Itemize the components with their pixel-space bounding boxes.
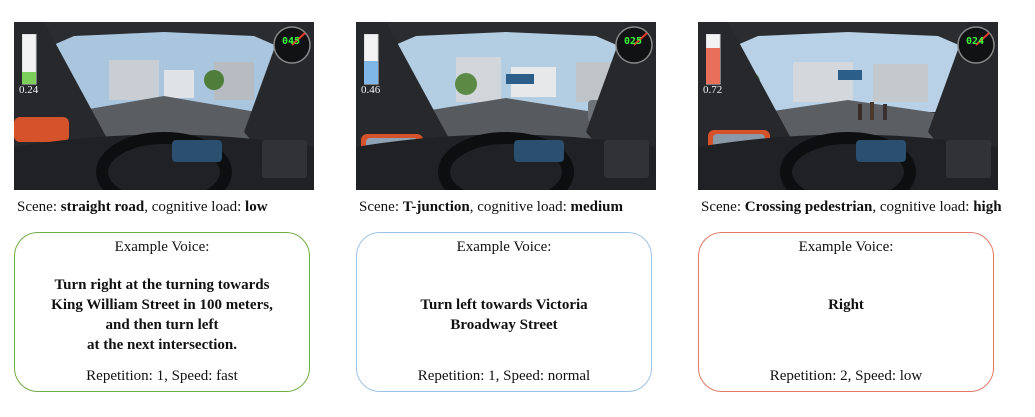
speedometer-icon [957, 26, 995, 64]
load-level-name: high [973, 199, 1002, 215]
scenario-panel-crossing-pedestrian: 0.72 024 Scene: Crossing pedestrian, cog… [698, 0, 1018, 417]
load-level-name: medium [570, 199, 624, 215]
example-voice-box: Example Voice: Turn left towards Victori… [356, 232, 652, 392]
scene-caption: Scene: T-junction, cognitive load: mediu… [359, 199, 624, 215]
scenario-panel-t-junction: 0.46 025 Scene: T-junction, cognitive lo… [356, 0, 676, 417]
speed-readout: 045 [281, 36, 301, 47]
example-voice-box: Example Voice: Right Repetition: 2, Spee… [698, 232, 994, 392]
voice-settings: Repetition: 2, Speed: low [769, 368, 923, 384]
speedometer-icon [615, 26, 653, 64]
speed-readout: 025 [623, 36, 643, 47]
load-gauge [22, 34, 37, 85]
scenario-panel-straight-road: 0.24 045 Scene: straight road, cognitive… [14, 0, 334, 417]
driving-scene-image: 0.46 025 [356, 22, 656, 190]
load-value-label: 0.46 [361, 84, 381, 96]
voice-instruction: Turn left towards Victoria Broadway Stre… [420, 297, 588, 333]
load-gauge [706, 34, 721, 85]
voice-settings: Repetition: 1, Speed: fast [86, 368, 238, 384]
driving-scene-image: 0.24 045 [14, 22, 314, 190]
speed-readout: 024 [965, 36, 985, 47]
scene-name: T-junction [402, 199, 470, 215]
load-level-name: low [245, 199, 268, 215]
driving-scene-image: 0.72 024 [698, 22, 998, 190]
speedometer-icon [273, 26, 311, 64]
voice-title: Example Voice: [798, 239, 894, 255]
voice-title: Example Voice: [114, 239, 210, 255]
scene-caption: Scene: straight road, cognitive load: lo… [17, 199, 268, 215]
voice-settings: Repetition: 1, Speed: normal [417, 368, 591, 384]
voice-instruction: Right [828, 297, 864, 313]
example-voice-box: Example Voice: Turn right at the turning… [14, 232, 310, 392]
load-value-label: 0.72 [703, 84, 723, 96]
scene-name: Crossing pedestrian [744, 199, 873, 215]
scene-name: straight road [60, 199, 145, 215]
scene-caption: Scene: Crossing pedestrian, cognitive lo… [701, 199, 1002, 215]
load-value-label: 0.24 [19, 84, 39, 96]
voice-title: Example Voice: [456, 239, 552, 255]
load-gauge [364, 34, 379, 85]
voice-instruction: Turn right at the turning towards King W… [51, 277, 273, 353]
